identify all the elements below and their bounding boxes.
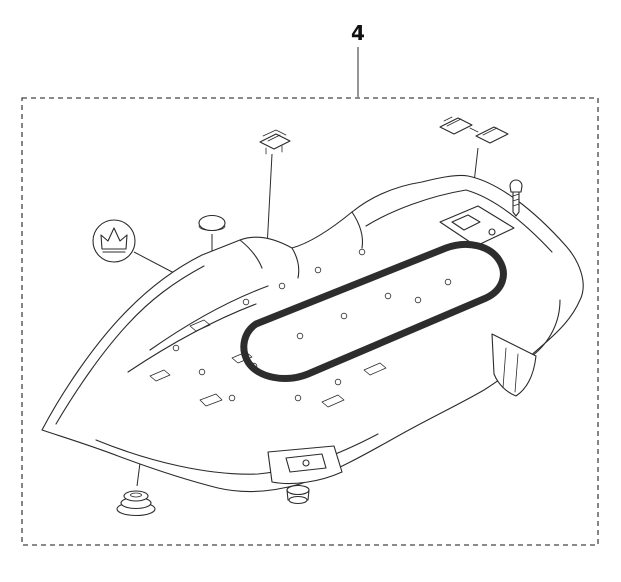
rear-rim-line (365, 189, 553, 253)
clip-b-detail (469, 127, 498, 136)
front-cutout (267, 445, 343, 485)
side-skirt (491, 333, 537, 397)
screw-shaft (512, 191, 520, 217)
screw-threads (512, 193, 520, 207)
seal-gasket-loop (240, 241, 507, 382)
retainer-clip-part (259, 129, 291, 155)
left-rim-line (55, 265, 205, 425)
clip-body (259, 133, 291, 150)
rubber-bumper-part (116, 490, 156, 517)
side-skirt-outline (491, 333, 537, 397)
clip-detail (267, 134, 281, 142)
front-cylinder-sides (286, 489, 310, 501)
callout-group: 4 (351, 21, 365, 97)
front-cylinder-base (288, 495, 308, 505)
clip-leader-line (266, 153, 273, 249)
clip-legs (265, 145, 283, 155)
clip-a-detail (443, 116, 462, 127)
retainer-clip-pair-part (439, 116, 509, 144)
screw-head (509, 179, 523, 193)
front-socket (285, 453, 327, 473)
seal-gasket (240, 241, 507, 382)
callout-label: 4 (351, 21, 365, 45)
rear-panel-recess (439, 205, 515, 247)
side-skirt-rib-1 (502, 347, 507, 389)
rear-panel-socket (451, 214, 481, 231)
logo-leader-line (133, 251, 177, 275)
screw-part (509, 179, 523, 217)
front-boss (302, 459, 310, 467)
front-deck-edge (95, 433, 379, 475)
bumper-top (123, 490, 149, 502)
deck-bosses (172, 248, 452, 402)
clip-flange (262, 129, 287, 137)
assembly-boundary-box (21, 97, 599, 546)
deck-ridge-1 (149, 285, 269, 351)
body-shell-outline (41, 174, 584, 493)
clip-a-body (439, 117, 473, 135)
front-bumper-area (267, 445, 343, 505)
deck-ridge-2 (127, 303, 257, 373)
cap-disc-rim (198, 225, 226, 231)
clip-b-body (475, 126, 509, 144)
valley-line (291, 247, 300, 279)
rear-panel-boss (488, 228, 496, 236)
side-skirt-rib-2 (514, 353, 519, 393)
cap-disc (198, 214, 226, 232)
crown-logo-emblem (92, 219, 136, 263)
front-cylinder-top (286, 484, 310, 496)
shoulder-line (239, 239, 263, 269)
cap-disc-part (198, 214, 226, 232)
bumper-inner (130, 492, 142, 498)
mower-body-shell (41, 174, 584, 505)
rear-panel-outline (439, 205, 515, 247)
rear-joint-line (351, 211, 364, 249)
crown-icon (100, 227, 128, 250)
